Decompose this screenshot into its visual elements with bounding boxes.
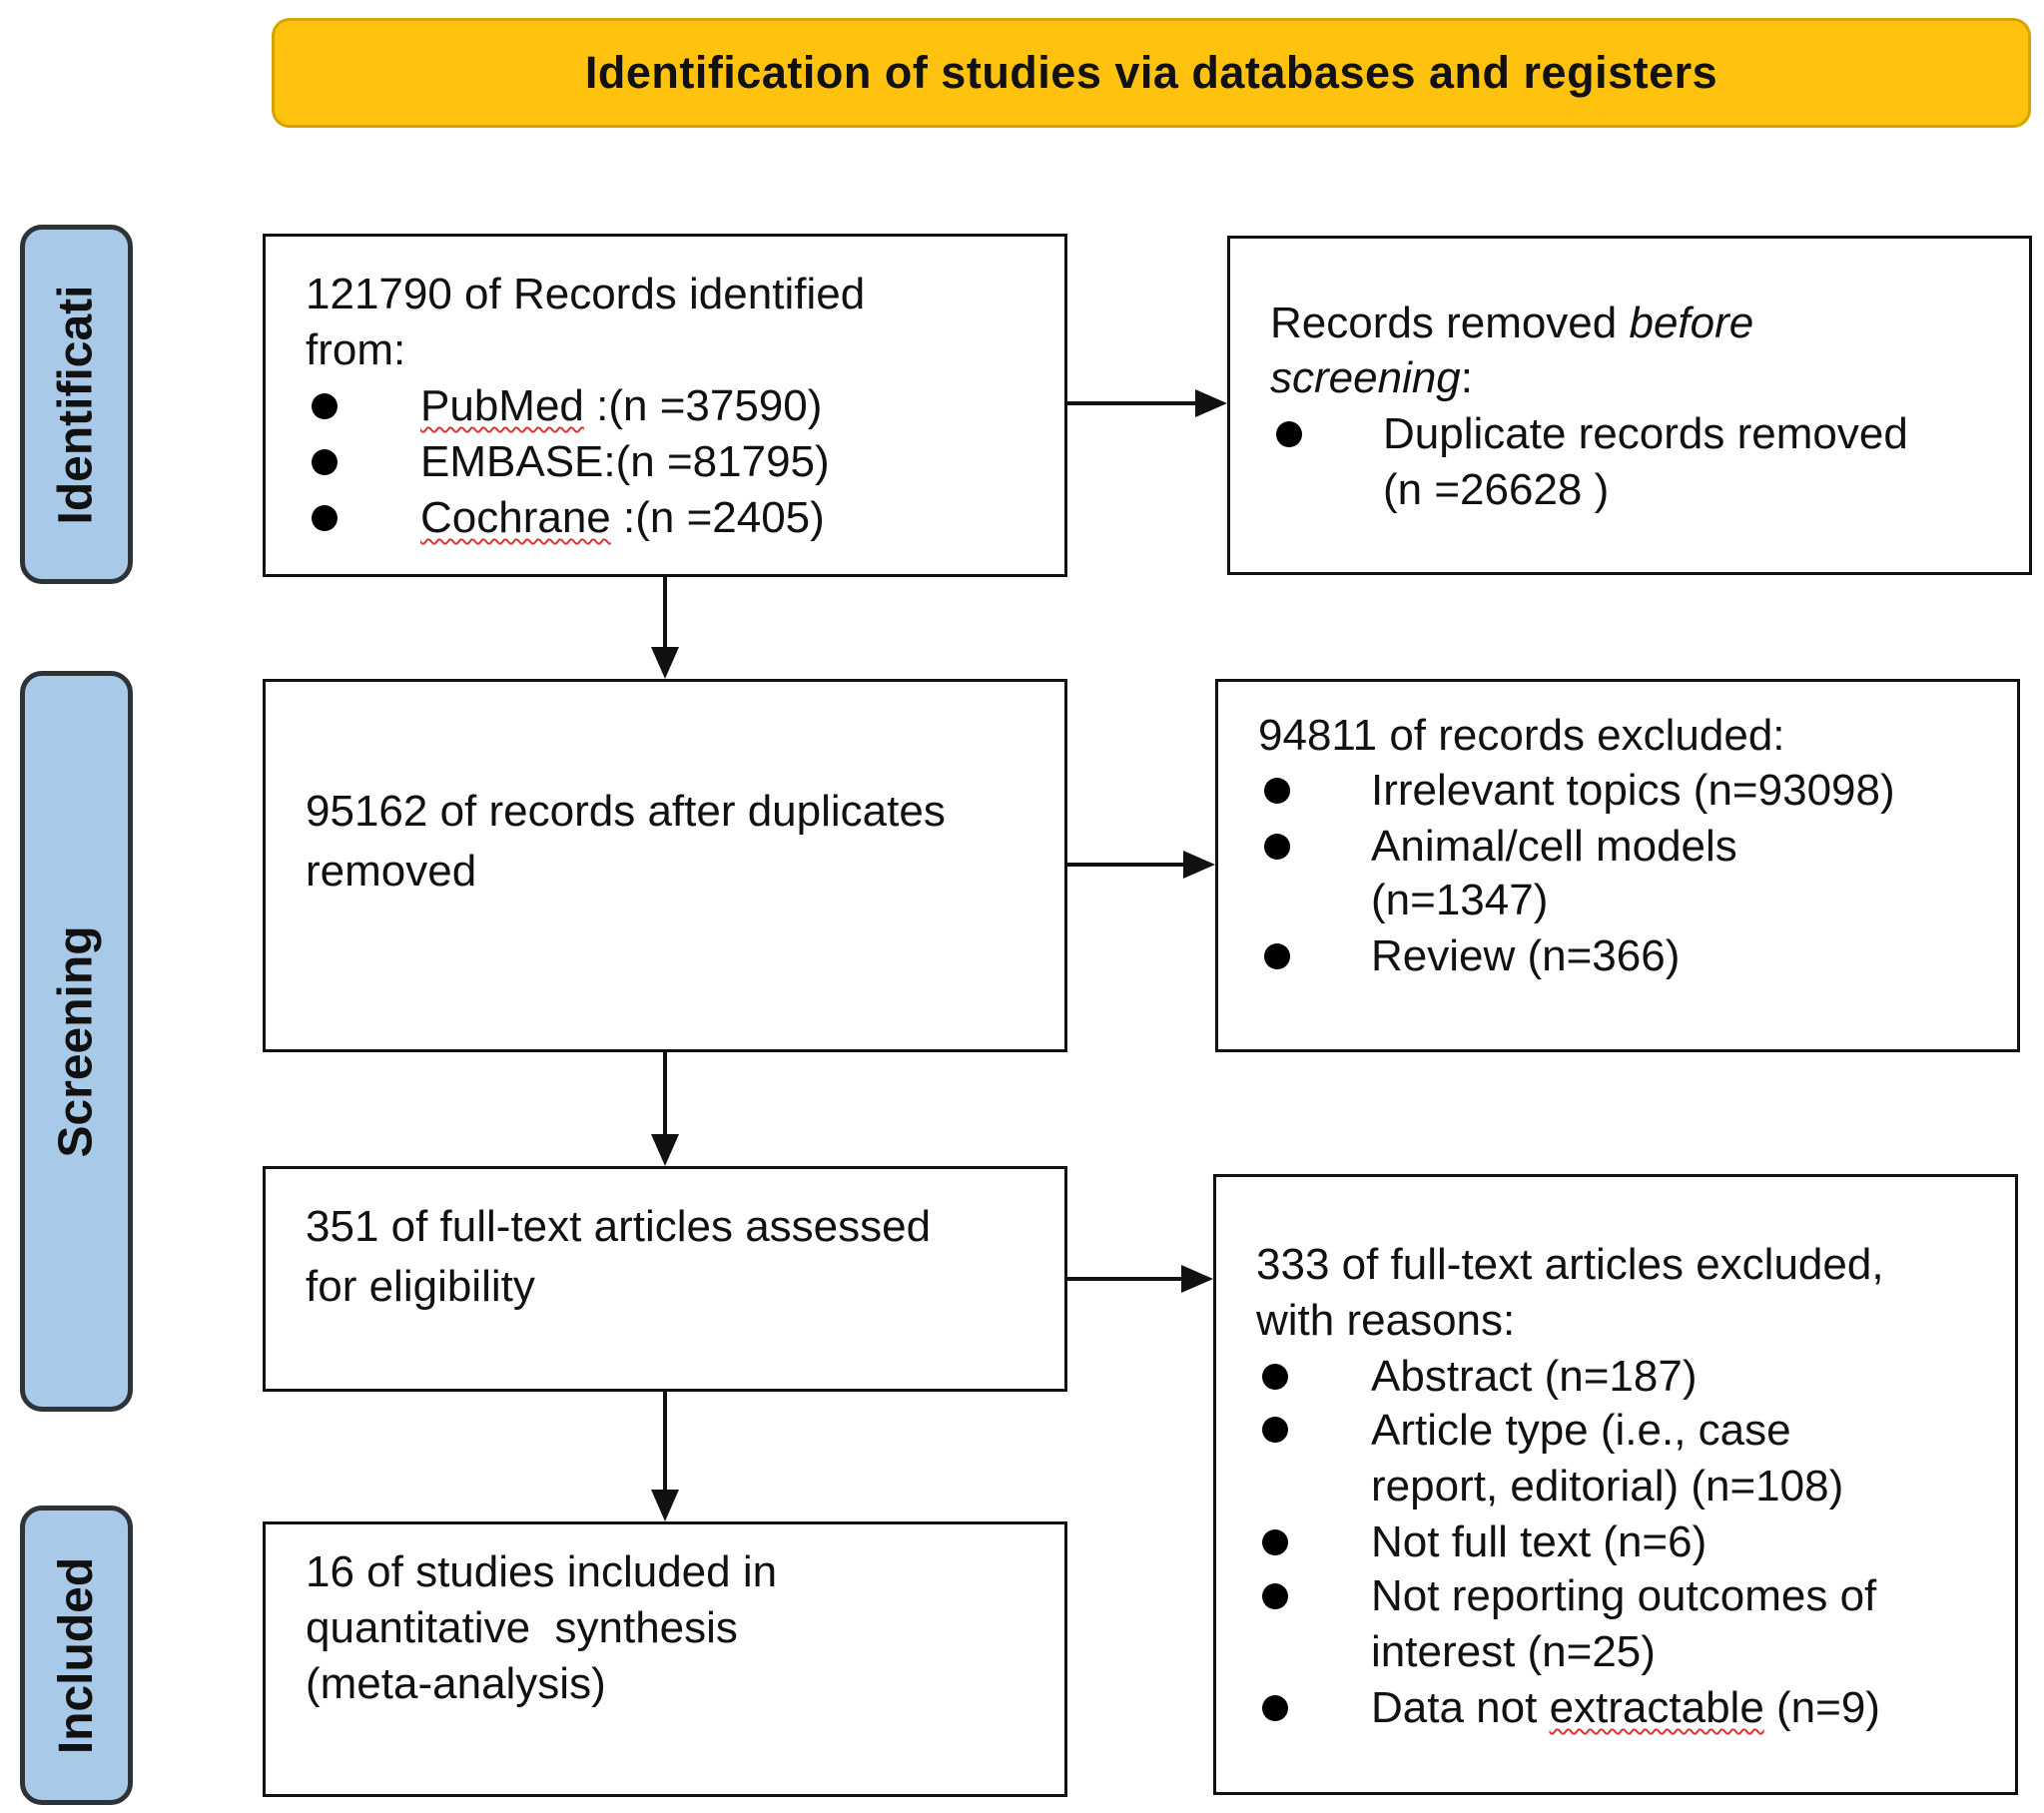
identification-line2: from: — [306, 325, 406, 374]
source-item-cochrane: Cochrane :(n =2405) — [420, 490, 825, 546]
excluded-title: 94811 of records excluded: — [1258, 711, 1785, 760]
records-excluded-box: 94811 of records excluded: Irrelevant to… — [1215, 679, 2020, 1052]
bullet-icon — [1264, 834, 1290, 860]
excluded-item-review: Review (n=366) — [1371, 931, 1681, 980]
eligibility-line1: 351 of full-text articles assessed — [306, 1202, 932, 1251]
bullet-icon — [312, 449, 338, 475]
bullet-icon — [1276, 421, 1302, 447]
excluded-item-irrelevant: Irrelevant topics (n=93098) — [1371, 766, 1895, 815]
excluded-item-animal-line2: (n=1347) — [1371, 876, 1549, 924]
fulltext-item-abstract: Abstract (n=187) — [1371, 1352, 1698, 1401]
removed-item-line2: (n =26628 ) — [1383, 465, 1610, 514]
fulltext-item-outcomes-line2: interest (n=25) — [1371, 1627, 1656, 1676]
source-name: Cochrane — [420, 493, 611, 542]
arrowhead-down — [651, 1490, 679, 1521]
eligibility-line2: for eligibility — [306, 1262, 535, 1311]
phase-tab-identification: Identificati — [20, 225, 133, 584]
fulltext-item-data-not-extractable: Data not extractable (n=9) — [1371, 1680, 1880, 1736]
fulltext-excluded-line2: with reasons: — [1256, 1296, 1516, 1345]
source-name: PubMed — [420, 381, 584, 430]
fulltext-item-article-type-line1: Article type (i.e., case — [1371, 1406, 1791, 1455]
screening-line1: 95162 of records after duplicates — [306, 787, 946, 836]
arrowhead-right — [1181, 1265, 1213, 1293]
fulltext-item-outcomes-line1: Not reporting outcomes of — [1371, 1571, 1877, 1620]
removed-line2: screening: — [1270, 350, 1473, 406]
bullet-icon — [1262, 1417, 1288, 1443]
records-removed-box: Records removed before screening: Duplic… — [1227, 236, 2032, 575]
fulltext-item-article-type-line2: report, editorial) (n=108) — [1371, 1462, 1844, 1511]
header-title: Identification of studies via databases … — [584, 47, 1718, 98]
screening-box: 95162 of records after duplicates remove… — [263, 679, 1067, 1052]
item5-part-b: extractable — [1549, 1683, 1764, 1732]
screening-line2: removed — [306, 847, 477, 896]
bullet-icon — [1262, 1529, 1288, 1555]
item5-part-c: (n=9) — [1763, 1683, 1880, 1732]
item5-part-a: Data not — [1371, 1683, 1550, 1732]
bullet-icon — [1264, 778, 1290, 804]
removed-line2-suffix: : — [1460, 353, 1474, 402]
source-item-embase: EMBASE:(n =81795) — [420, 434, 830, 490]
bullet-icon — [312, 505, 338, 531]
fulltext-excluded-box: 333 of full-text articles excluded, with… — [1213, 1174, 2018, 1795]
fulltext-item-not-full-text: Not full text (n=6) — [1371, 1517, 1707, 1566]
removed-line1-italic: before — [1629, 299, 1754, 347]
identification-line1: 121790 of Records identified — [306, 270, 866, 318]
included-line2: quantitative synthesis — [306, 1603, 738, 1652]
arrowhead-down — [651, 1134, 679, 1166]
included-line1: 16 of studies included in — [306, 1547, 778, 1596]
bullet-icon — [312, 393, 338, 419]
arrowhead-down — [651, 647, 679, 679]
removed-line2-italic: screening — [1270, 353, 1461, 402]
bullet-icon — [1264, 943, 1290, 969]
included-line3: (meta-analysis) — [306, 1659, 606, 1708]
source-count: :(n =37590) — [583, 381, 823, 430]
identification-box: 121790 of Records identified from: PubMe… — [263, 234, 1067, 577]
source-count: :(n =81795) — [603, 437, 830, 486]
source-name: EMBASE — [420, 437, 604, 486]
fulltext-excluded-line1: 333 of full-text articles excluded, — [1256, 1240, 1884, 1289]
included-box: 16 of studies included in quantitative s… — [263, 1521, 1067, 1797]
removed-line1: Records removed before — [1270, 296, 1753, 351]
arrowhead-right — [1183, 851, 1215, 879]
eligibility-box: 351 of full-text articles assessed for e… — [263, 1166, 1067, 1392]
removed-item-line1: Duplicate records removed — [1383, 409, 1908, 458]
arrowhead-right — [1195, 389, 1227, 417]
phase-tab-screening: Screening — [20, 671, 133, 1412]
header-banner: Identification of studies via databases … — [272, 18, 2031, 128]
bullet-icon — [1262, 1695, 1288, 1721]
source-item-pubmed: PubMed :(n =37590) — [420, 378, 822, 434]
bullet-icon — [1262, 1583, 1288, 1609]
excluded-item-animal-line1: Animal/cell models — [1371, 822, 1737, 871]
source-count: :(n =2405) — [610, 493, 825, 542]
bullet-icon — [1262, 1364, 1288, 1390]
removed-line1-text: Records removed — [1270, 299, 1630, 347]
phase-tab-included: Included — [20, 1506, 133, 1805]
